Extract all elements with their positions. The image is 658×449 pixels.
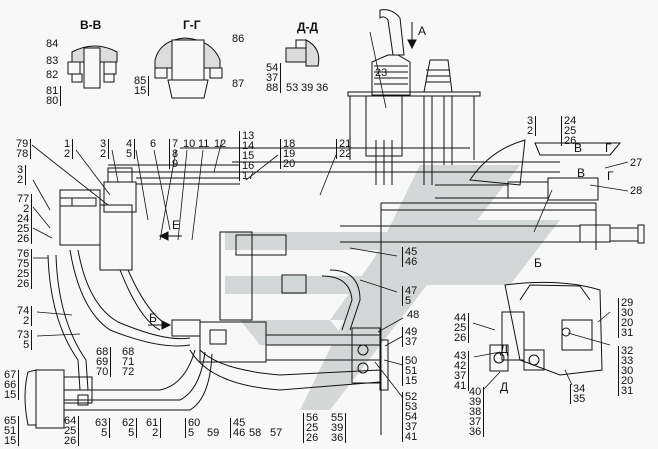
callout: 24 25 26 (561, 116, 576, 147)
cut-marker-v1: В (574, 141, 583, 155)
callout: 6 (150, 138, 157, 150)
callout: 77 2 (17, 194, 33, 215)
arrow-e-icon (158, 231, 169, 241)
callout: 61 2 (146, 418, 162, 439)
frame-rails (180, 147, 645, 435)
cut-marker-g1: Г (605, 141, 612, 155)
middle-reservoir (219, 231, 361, 331)
callout: 12 (214, 138, 227, 150)
right-valve-block (351, 327, 389, 391)
view-arrows (148, 22, 417, 330)
callout: 28 (630, 185, 643, 197)
callout: 86 (232, 33, 245, 45)
cut-marker-d2: Д (500, 380, 509, 394)
callout: 29 30 20 31 (618, 298, 633, 339)
section-title-dd: Д-Д (297, 20, 319, 34)
section-dd (285, 39, 320, 67)
callout: 45 46 (402, 247, 417, 268)
callout: 65 51 15 (4, 416, 20, 447)
view-marker-a: А (418, 24, 427, 38)
callout: 54 37 88 (266, 63, 282, 94)
callout: 3 2 (527, 116, 537, 137)
callout: 47 5 (402, 286, 417, 307)
callout: 79 78 (16, 139, 32, 160)
view-b-detail (489, 281, 603, 376)
callout: 18 19 20 (280, 139, 295, 170)
cut-marker-g2: Г (607, 169, 614, 183)
callout: 4 5 (126, 139, 136, 160)
callout: 13 14 15 16 17 (239, 131, 254, 182)
linework (24, 9, 645, 435)
upper-hose-assembly (435, 139, 622, 201)
callout: 21 22 (336, 139, 351, 160)
callout: 36 (316, 82, 329, 94)
callout: 83 (46, 55, 59, 67)
callout: 39 (301, 82, 314, 94)
callout: 1 2 (64, 139, 74, 160)
view-marker-b-title: Б (534, 256, 542, 270)
section-gg (154, 37, 223, 99)
callout: 11 (198, 138, 210, 150)
section-title-vv: В-В (80, 18, 102, 32)
control-console (347, 9, 481, 185)
callout: 23 (375, 67, 388, 79)
callout: 59 (207, 427, 220, 439)
callout: 64 25 26 (64, 416, 80, 447)
callout: 43 42 37 41 (454, 351, 470, 392)
arrow-a-icon (407, 39, 417, 50)
callout: 34 35 (570, 384, 585, 405)
view-marker-e: Е (172, 218, 181, 232)
watermark-logo (225, 165, 560, 410)
callout: 74 2 (17, 306, 33, 327)
callout: 53 (286, 82, 299, 94)
callout: 85 15 (134, 76, 150, 97)
callout: 68 71 72 (122, 346, 135, 378)
callout: 84 (46, 38, 59, 50)
callout: 52 53 54 37 41 (402, 392, 417, 443)
callout: 57 (270, 427, 283, 439)
left-hoses (47, 249, 191, 391)
callout: 27 (630, 157, 643, 169)
callout: 67 66 15 (4, 370, 20, 401)
leader-lines (31, 31, 629, 399)
callout: 45 46 (230, 418, 245, 439)
callout: 68 69 70 (96, 347, 112, 378)
left-valve-block (59, 164, 240, 271)
view-marker-b-arrow: Б (149, 311, 157, 325)
callout: 82 (46, 69, 59, 81)
tank (24, 349, 213, 429)
callout: 10 (183, 138, 196, 150)
cut-marker-d1: Д (500, 342, 509, 356)
cut-marker-v2: В (577, 166, 586, 180)
callout: 3 2 (17, 165, 27, 186)
callout: 40 39 38 37 36 (469, 387, 485, 438)
callout: 3 2 (100, 139, 110, 160)
callout: 76 75 25 26 (17, 249, 33, 290)
callout: 48 (407, 309, 420, 321)
callout: 50 51 15 (402, 356, 417, 387)
callout: 58 (249, 427, 262, 439)
callout: 73 5 (17, 330, 33, 351)
callout: 44 25 26 (454, 313, 470, 344)
arrow-b-icon (161, 320, 172, 330)
callout: 55 39 36 (331, 413, 347, 444)
callout: 63 5 (95, 418, 111, 439)
callout: 32 33 30 20 31 (618, 346, 633, 397)
callout: 49 37 (402, 327, 417, 348)
callout: 60 5 (185, 418, 200, 439)
section-vv (67, 45, 118, 89)
callout: 7 8 9 (169, 139, 178, 170)
callout: 87 (232, 78, 245, 90)
section-title-gg: Г-Г (183, 18, 201, 32)
callout: 62 5 (122, 418, 138, 439)
callout: 56 25 26 (303, 413, 318, 444)
callout: 81 80 (46, 86, 62, 107)
callout: 24 25 26 (17, 214, 33, 245)
